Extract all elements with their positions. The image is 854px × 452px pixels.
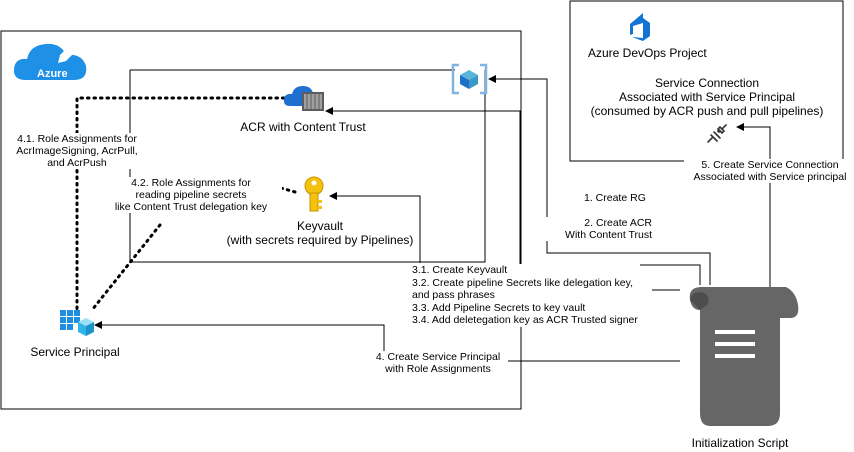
step-4-2-line: 4.2. Role Assignments for [131, 177, 251, 189]
arrow-create-rg [488, 75, 711, 285]
acr-label: ACR with Content Trust [240, 120, 366, 134]
step-4-line: with Role Assignments [385, 363, 491, 375]
azure-cloud-icon [13, 35, 90, 80]
service-connection-line: Associated with Service Principal [618, 90, 796, 104]
step-3-label: 3.1. Create Keyvault 3.2. Create pipelin… [410, 264, 640, 327]
step-5-line: 5. Create Service Connection [701, 159, 839, 171]
step-2-line: 2. Create ACR [584, 217, 652, 229]
step-3-line: 3.3. Add Pipeline Secrets to key vault [412, 301, 586, 314]
step-4-1-line: AcrImageSigning, AcrPull, [16, 145, 138, 157]
step-4-2-line: reading pipeline secrets [135, 189, 247, 201]
keyvault-label: Keyvault (with secrets required by Pipel… [215, 219, 425, 247]
script-scroll-icon [689, 287, 799, 426]
keyvault-key-icon [304, 176, 324, 212]
step-3-line: 3.1. Create Keyvault [412, 264, 508, 276]
acr-registry-icon [283, 86, 324, 111]
service-connection-line: Service Connection [654, 76, 760, 90]
arrow-create-service-connection [736, 123, 771, 290]
step-2-line: With Content Trust [565, 229, 652, 241]
service-connection-line: (consumed by ACR push and pull pipelines… [590, 104, 824, 118]
service-principal-label: Service Principal [30, 345, 120, 359]
azure-boundary [0, 30, 522, 410]
step-5-line: Associated with Service principal [693, 171, 847, 183]
step-4-2-label: 4.2. Role Assignments for reading pipeli… [100, 177, 282, 213]
devops-project-title: Azure DevOps Project [588, 46, 707, 60]
keyvault-label-line: Keyvault [296, 219, 344, 233]
role-assignment-4-1-line [75, 96, 286, 312]
resource-group-icon [451, 63, 488, 95]
keyvault-label-line: (with secrets required by Pipelines) [226, 233, 414, 247]
step-4-label: 4. Create Service Principal with Role As… [368, 351, 508, 375]
step-3-line: and pass phrases [412, 289, 495, 301]
arrow-create-service-principal [94, 321, 680, 362]
step-4-1-label: 4.1. Role Assignments for AcrImageSignin… [2, 133, 152, 169]
service-principal-icon [60, 310, 94, 336]
azure-devops-icon [630, 13, 650, 41]
service-connection-plug-icon [707, 124, 727, 143]
step-3-line: 3.2. Create pipeline Secrets like delega… [412, 276, 634, 289]
service-connection-label: Service Connection Associated with Servi… [580, 76, 834, 118]
step-5-label: 5. Create Service Connection Associated … [684, 159, 854, 183]
initialization-script-label: Initialization Script [691, 436, 789, 450]
step-4-2-line: like Content Trust delegation key [114, 201, 268, 213]
step-4-1-line: and AcrPush [47, 157, 107, 169]
step-2-label: 2. Create ACR With Content Trust [540, 217, 654, 241]
azure-logo-text: Azure [37, 68, 68, 80]
step-4-line: 4. Create Service Principal [375, 351, 501, 363]
step-1-label: 1. Create RG [582, 192, 648, 204]
step-4-1-line: 4.1. Role Assignments for [17, 133, 137, 145]
arrow-create-keyvault [330, 196, 680, 291]
step-3-line: 3.4. Add deletegation key as ACR Trusted… [412, 314, 638, 326]
